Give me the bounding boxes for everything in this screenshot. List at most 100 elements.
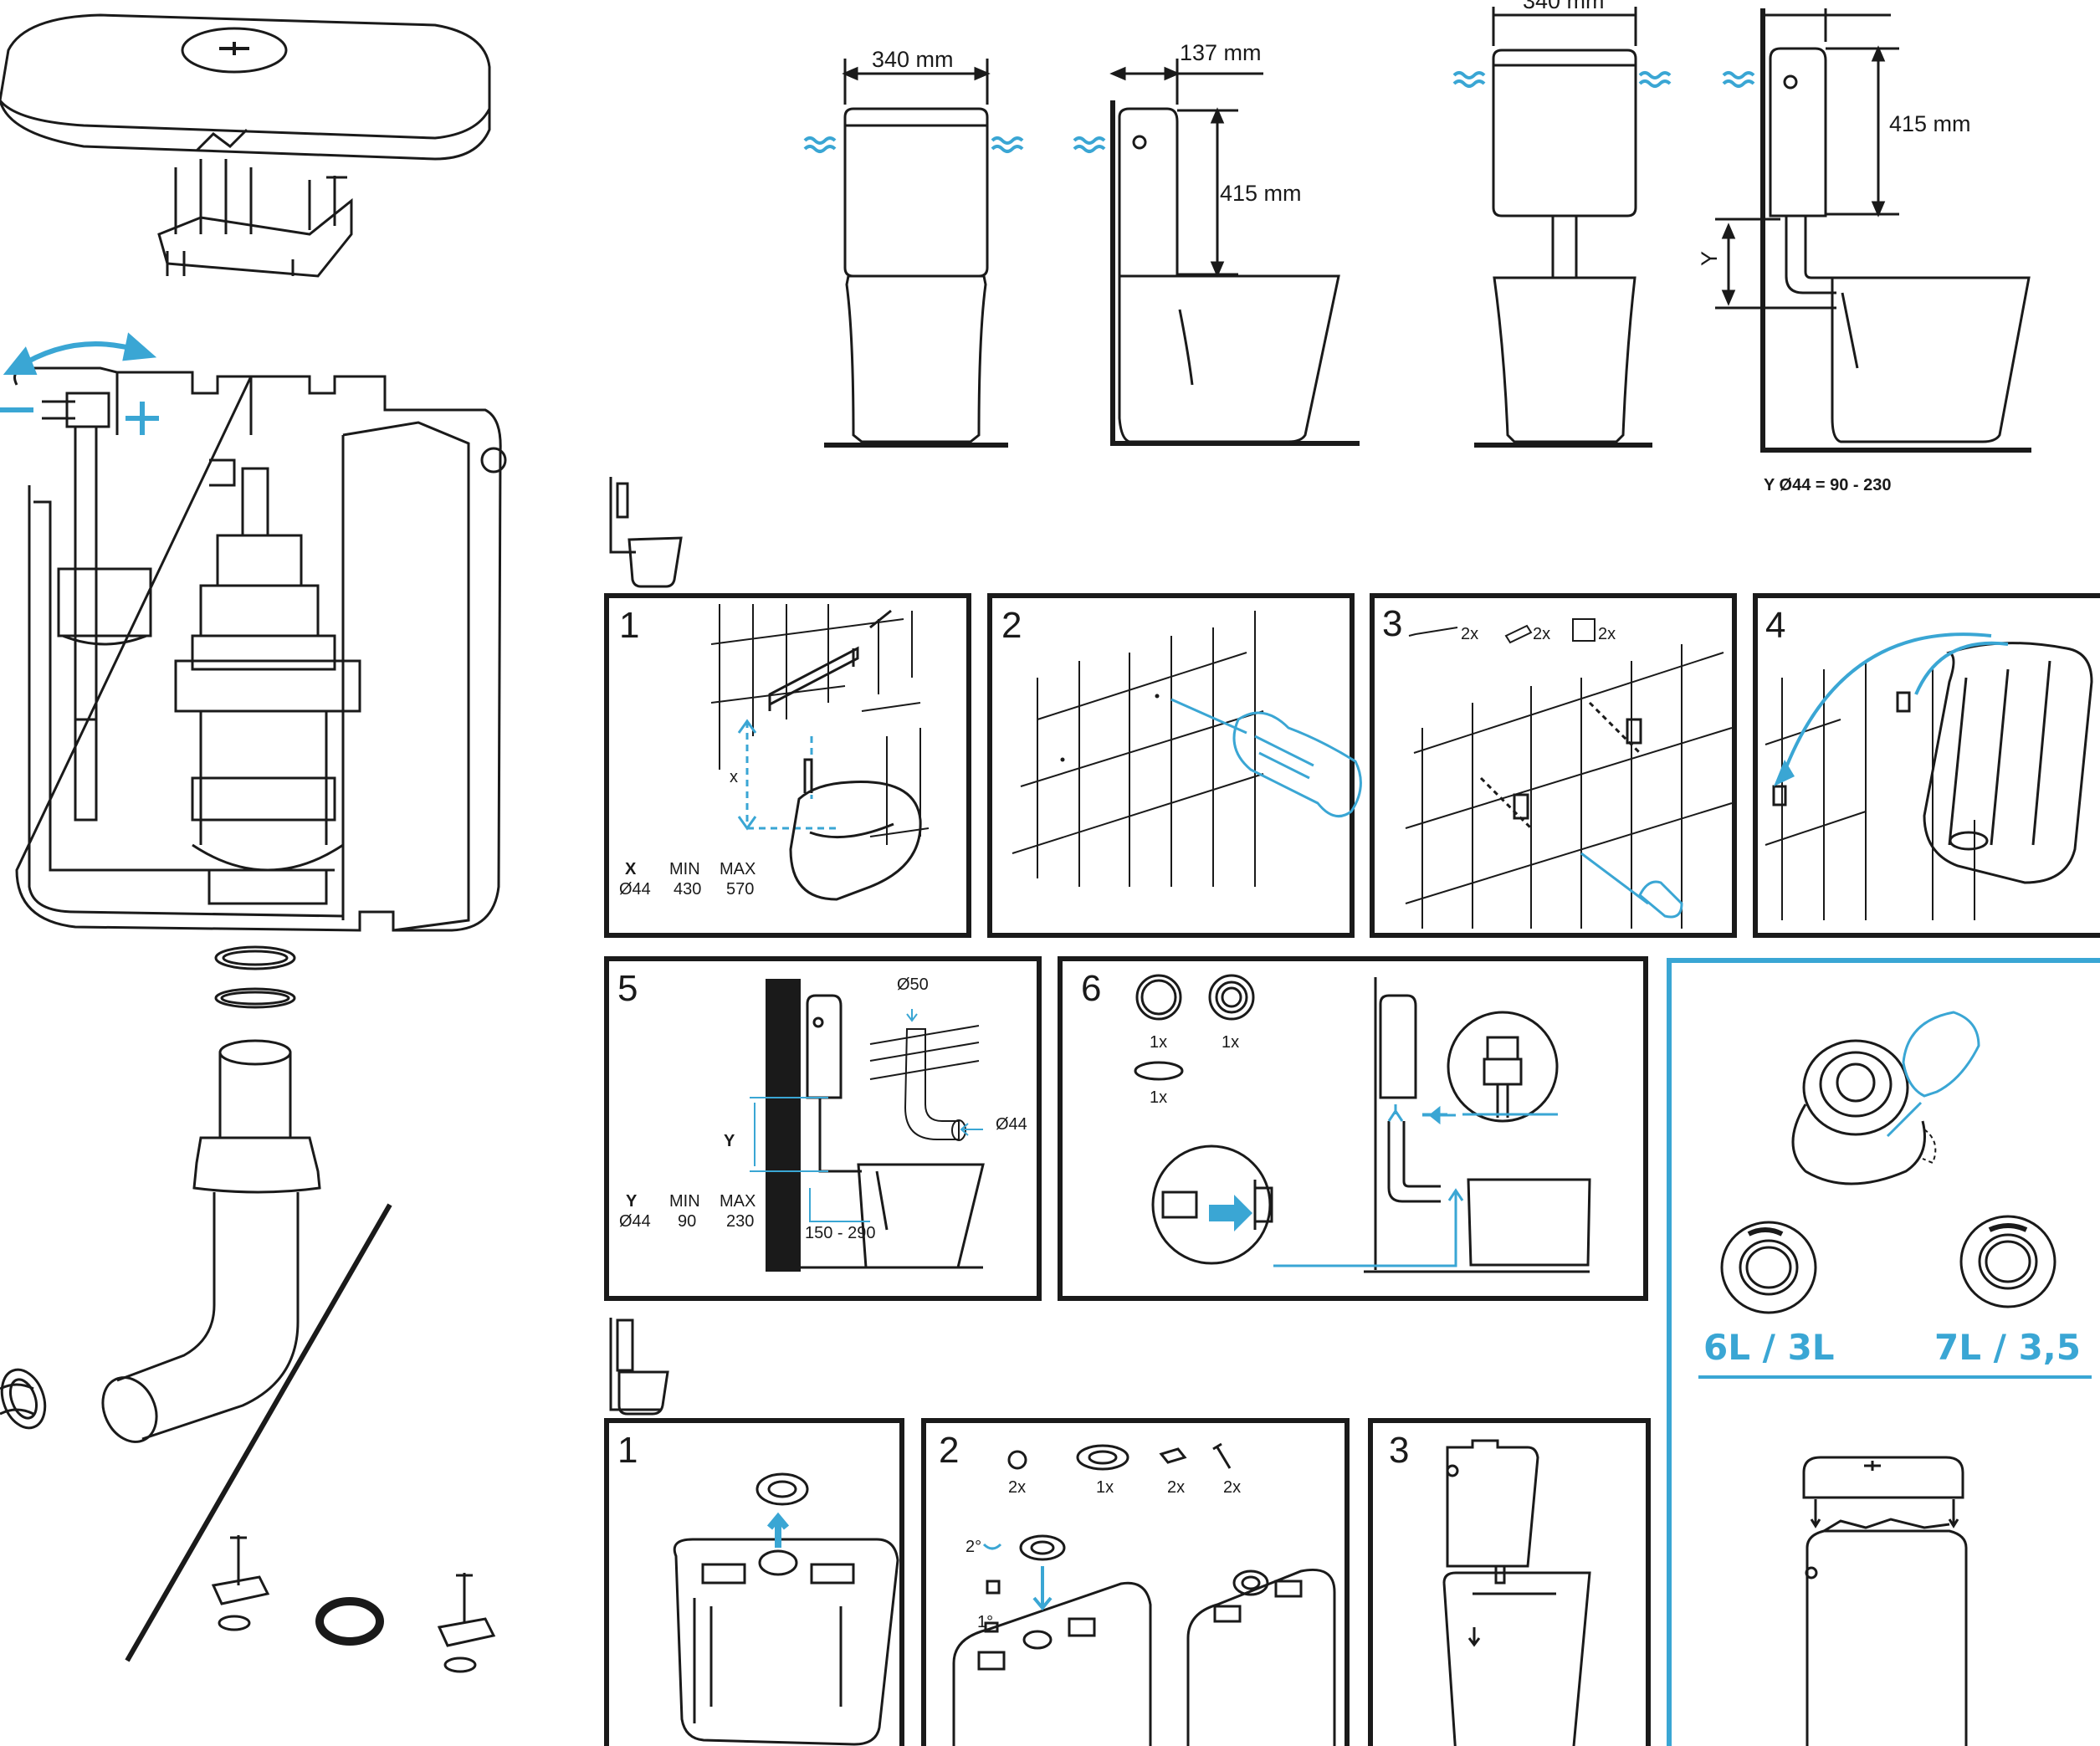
fixing-bolts — [211, 1535, 496, 1673]
qty-plug: 2x — [1533, 625, 1550, 643]
wall-symbol-right-c — [1638, 71, 1672, 88]
assembled-toilet — [1442, 1439, 1591, 1746]
insert-arrow — [1209, 1195, 1252, 1231]
wall-section — [766, 979, 801, 1272]
hang-arrow — [1914, 641, 2009, 695]
drill-mark — [1155, 694, 1160, 699]
cistern-body — [13, 366, 507, 932]
min-label: MIN — [669, 1192, 700, 1211]
screwdriver — [1580, 852, 1683, 919]
range: 150 - 290 — [805, 1224, 876, 1242]
y-axis: Y — [724, 1132, 735, 1150]
screwdriver — [1886, 1011, 1980, 1138]
measure-x — [745, 721, 837, 830]
x-arrows — [737, 719, 757, 831]
step-number: 3 — [1382, 603, 1402, 644]
step-number: 4 — [1765, 605, 1785, 646]
tile-wall — [1012, 611, 1264, 887]
step-number: 3 — [1389, 1430, 1409, 1471]
exploded-cistern-view — [0, 13, 507, 1673]
drill-mark — [1060, 757, 1065, 762]
max-value: 230 — [726, 1212, 754, 1231]
seal-parts — [1134, 974, 1255, 1081]
button-removal — [1791, 1039, 1926, 1185]
gaskets — [214, 945, 296, 1009]
min-value: 90 — [678, 1212, 696, 1231]
min-label: MIN — [669, 860, 700, 878]
parts-row — [1007, 1442, 1232, 1471]
insert-arrow — [766, 1512, 790, 1548]
step-number: 6 — [1081, 968, 1101, 1009]
d50: Ø50 — [897, 975, 929, 994]
height-adjust-arrows — [0, 332, 159, 435]
wall-hung-pan — [789, 758, 922, 901]
parts-row — [1408, 618, 1595, 644]
button-option-b — [1959, 1215, 2056, 1308]
cistern-underside — [673, 1472, 899, 1746]
dimension-drawings: 340 mm 137 mm 415 mm 340 mm — [803, 0, 2031, 494]
close-coupled-step-2: 2 2x 1x 2x 2x 2° 1° — [921, 1418, 1350, 1746]
fix-marker — [1467, 1627, 1481, 1647]
connection-side — [1151, 977, 1591, 1273]
order-1: 1° — [977, 1613, 993, 1631]
dim-height: 415 mm — [1220, 181, 1302, 206]
cistern-lid — [0, 13, 491, 161]
mounting-bar — [768, 609, 892, 711]
flush-option-b: 7L / 3,5 — [1934, 1327, 2081, 1368]
axis-x-label: x — [730, 768, 738, 786]
drill — [1170, 698, 1362, 818]
wall-hung-step-3: 3 2x 2x 2x — [1370, 593, 1737, 938]
y-measure — [750, 1009, 983, 1222]
wall-hung-step-2: 2 — [987, 593, 1362, 938]
step-number: 2 — [1001, 605, 1022, 646]
max-label: MAX — [720, 860, 755, 878]
close-coupled-section-icon — [609, 1318, 669, 1416]
order-2: 2° — [965, 1538, 981, 1556]
brackets — [1479, 701, 1642, 830]
wall-hung-section-icon — [609, 477, 683, 588]
side-installation — [778, 994, 985, 1269]
flush-option-a: 6L / 3L — [1703, 1327, 1835, 1368]
cone-seal — [0, 1368, 47, 1430]
wall-hung-step-6: 6 1x 1x 1x — [1058, 956, 1648, 1301]
lever-arrow — [1922, 1129, 1937, 1165]
tile-wall — [1405, 644, 1733, 929]
connection-arrows — [1273, 1104, 1558, 1267]
x-sub: Ø44 — [619, 880, 651, 899]
y-label: Y — [626, 1192, 638, 1211]
insert-arrow — [1032, 1566, 1053, 1611]
step-number: 1 — [617, 1430, 638, 1471]
qty-d: 2x — [1223, 1478, 1241, 1497]
qty-c: 1x — [1150, 1088, 1167, 1107]
dim-height-d: 415 mm — [1889, 111, 1971, 136]
fill-valve — [42, 392, 152, 822]
qty-bracket: 2x — [1598, 625, 1616, 643]
qty-a: 2x — [1008, 1478, 1026, 1497]
separator-line — [125, 1203, 392, 1662]
y-sub: Ø44 — [619, 1212, 651, 1231]
qty-b: 1x — [1222, 1033, 1239, 1052]
qty-a: 1x — [1150, 1033, 1167, 1052]
dim-width: 340 mm — [872, 47, 954, 72]
push-button-mechanism — [157, 128, 353, 278]
dim-y-label: Y — [1697, 251, 1722, 266]
flush-options-panel: 6L / 3L 7L / 3,5 — [1667, 958, 2100, 1746]
step-number: 1 — [619, 605, 639, 646]
min-value: 430 — [674, 880, 701, 899]
wall-hung-step-5: 5 Y Ø50 Ø44 150 - 290 Y Ø44 MIN 90 MAX — [604, 956, 1042, 1301]
pipe-detail — [869, 1025, 980, 1141]
wall-symbol-left — [803, 136, 837, 153]
step-number: 2 — [939, 1430, 959, 1471]
close-coupled-step-1: 1 — [604, 1418, 904, 1746]
cc-front-view — [824, 59, 1008, 448]
dim-width-c: 340 mm — [1523, 0, 1605, 13]
qty-c: 2x — [1167, 1478, 1185, 1497]
tile-wall — [1765, 661, 1975, 920]
wall-symbol-side — [1073, 136, 1106, 153]
wall-hung-step-4: 4 — [1753, 593, 2100, 938]
rotate-arrow — [982, 1543, 1002, 1550]
wall-symbol-right — [991, 136, 1024, 153]
qty-screw: 2x — [1461, 625, 1478, 643]
close-coupled-step-3: 3 — [1368, 1418, 1651, 1746]
